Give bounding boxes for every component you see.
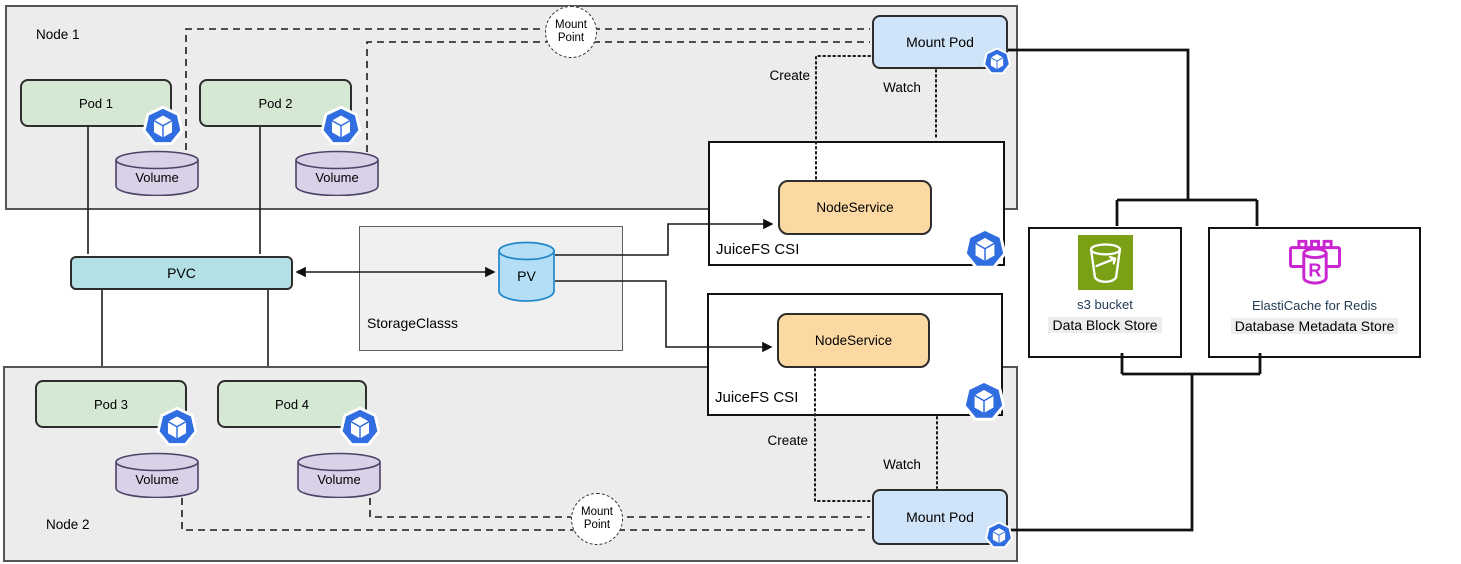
node-service-top: NodeService (778, 180, 932, 235)
pod4-box: Pod 4 (217, 380, 367, 428)
mount-pod-top-label: Mount Pod (906, 34, 974, 50)
elasticache-box: ElastiCache for Redis Database Metadata … (1208, 227, 1421, 358)
kubernetes-icon (155, 406, 199, 450)
pv-cylinder: PV (498, 241, 555, 302)
kubernetes-icon (141, 105, 185, 149)
csi-top-label: JuiceFS CSI (716, 241, 800, 258)
kubernetes-icon (982, 47, 1012, 77)
elasticache-redis-icon (1284, 235, 1346, 291)
create-label-bottom: Create (767, 433, 808, 448)
kubernetes-icon (961, 379, 1007, 425)
mount-pod-bottom: Mount Pod (872, 489, 1008, 545)
node-service-bottom: NodeService (777, 313, 930, 368)
kubernetes-icon (984, 521, 1014, 551)
watch-label-top: Watch (883, 80, 921, 95)
mount-point-bottom-line2: Point (583, 519, 611, 531)
volume3-label: Volume (135, 472, 179, 487)
mount-point-top: Mount Point (545, 6, 597, 58)
s3-bucket-icon (1078, 235, 1133, 290)
pvc-label: PVC (167, 265, 196, 281)
node-service-bottom-label: NodeService (814, 333, 893, 348)
pod3-label: Pod 3 (94, 396, 128, 412)
node1-label: Node 1 (36, 27, 80, 42)
mount-point-bottom-line1: Mount (581, 506, 613, 519)
mount-point-top-line2: Point (557, 32, 585, 44)
volume4-label: Volume (317, 472, 361, 487)
data-block-store-label: Data Block Store (1048, 317, 1162, 333)
kubernetes-icon (338, 406, 382, 450)
csi-bottom-label: JuiceFS CSI (715, 389, 799, 406)
volume4-cylinder: Volume (297, 452, 381, 498)
storage-class-label: StorageClasss (367, 315, 459, 331)
volume2-cylinder: Volume (295, 150, 379, 196)
elasticache-label: ElastiCache for Redis (1252, 298, 1377, 313)
node2-label: Node 2 (46, 517, 90, 532)
volume1-label: Volume (135, 170, 179, 185)
kubernetes-icon (962, 227, 1008, 273)
pod1-label: Pod 1 (79, 95, 113, 111)
pv-label: PV (517, 268, 536, 284)
database-metadata-store-label: Database Metadata Store (1230, 318, 1399, 334)
pvc-box: PVC (70, 256, 293, 290)
node-service-top-label: NodeService (816, 200, 894, 215)
mount-point-top-line1: Mount (555, 19, 587, 32)
s3-bucket-label: s3 bucket (1077, 297, 1133, 312)
mount-pod-bottom-label: Mount Pod (906, 509, 974, 525)
storage-class-box (359, 226, 623, 351)
s3-bucket-box: s3 bucket Data Block Store (1028, 227, 1182, 358)
mount-point-bottom: Mount Point (571, 493, 623, 545)
volume2-label: Volume (315, 170, 359, 185)
volume3-cylinder: Volume (115, 452, 199, 498)
pod2-label: Pod 2 (258, 95, 293, 111)
create-label-top: Create (769, 68, 810, 83)
kubernetes-icon (319, 105, 363, 149)
pod4-label: Pod 4 (275, 396, 309, 412)
watch-label-bottom: Watch (883, 457, 921, 472)
pod3-box: Pod 3 (35, 380, 187, 428)
volume1-cylinder: Volume (115, 150, 199, 196)
